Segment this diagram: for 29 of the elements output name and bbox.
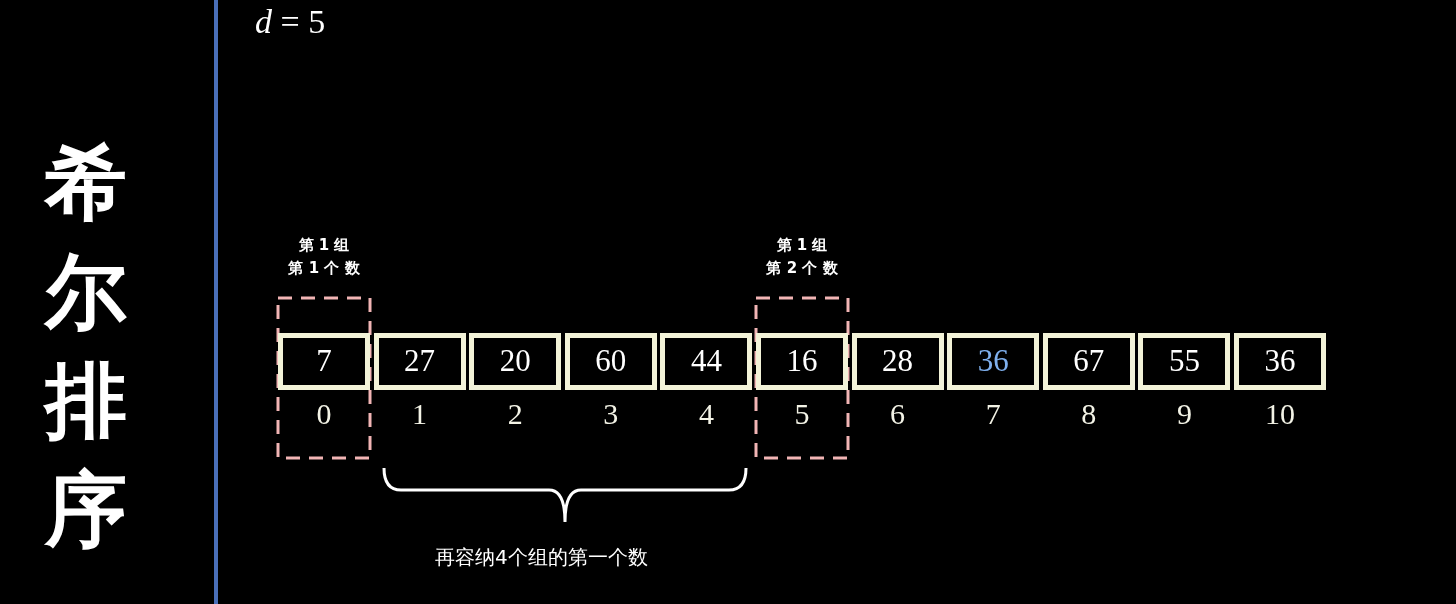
index-label: 6: [889, 396, 907, 432]
index-label: 7: [984, 396, 1002, 432]
cell-value: 7: [316, 342, 332, 381]
index-label: 1: [411, 396, 429, 432]
cell-value: 55: [1168, 342, 1200, 381]
cell-value: 16: [786, 342, 818, 381]
index-label: 8: [1080, 396, 1098, 432]
group-caption: 第 1 组: [776, 235, 828, 256]
index-label: 3: [602, 396, 620, 432]
index-label: 10: [1264, 396, 1296, 432]
cell-value: 36: [977, 342, 1009, 381]
cell-value: 67: [1073, 342, 1105, 381]
index-label: 4: [697, 396, 715, 432]
cell-value: 28: [882, 342, 914, 381]
brace-note: 再容纳4个组的第一个数: [435, 544, 648, 571]
index-label: 0: [315, 396, 333, 432]
group-caption: 第 1 个 数: [288, 258, 360, 279]
cell-value: 60: [595, 342, 627, 381]
cell-value: 36: [1264, 342, 1296, 381]
index-label: 9: [1175, 396, 1193, 432]
formula: d = 5: [255, 2, 326, 42]
group-caption: 第 2 个 数: [766, 258, 838, 279]
cell-value: 20: [499, 342, 531, 381]
vertical-title: 希尔排序: [45, 134, 127, 560]
cell-value: 27: [404, 342, 436, 381]
cell-value: 44: [690, 342, 722, 381]
group-caption: 第 1 组: [298, 235, 350, 256]
index-label: 5: [793, 396, 811, 432]
index-label: 2: [506, 396, 524, 432]
